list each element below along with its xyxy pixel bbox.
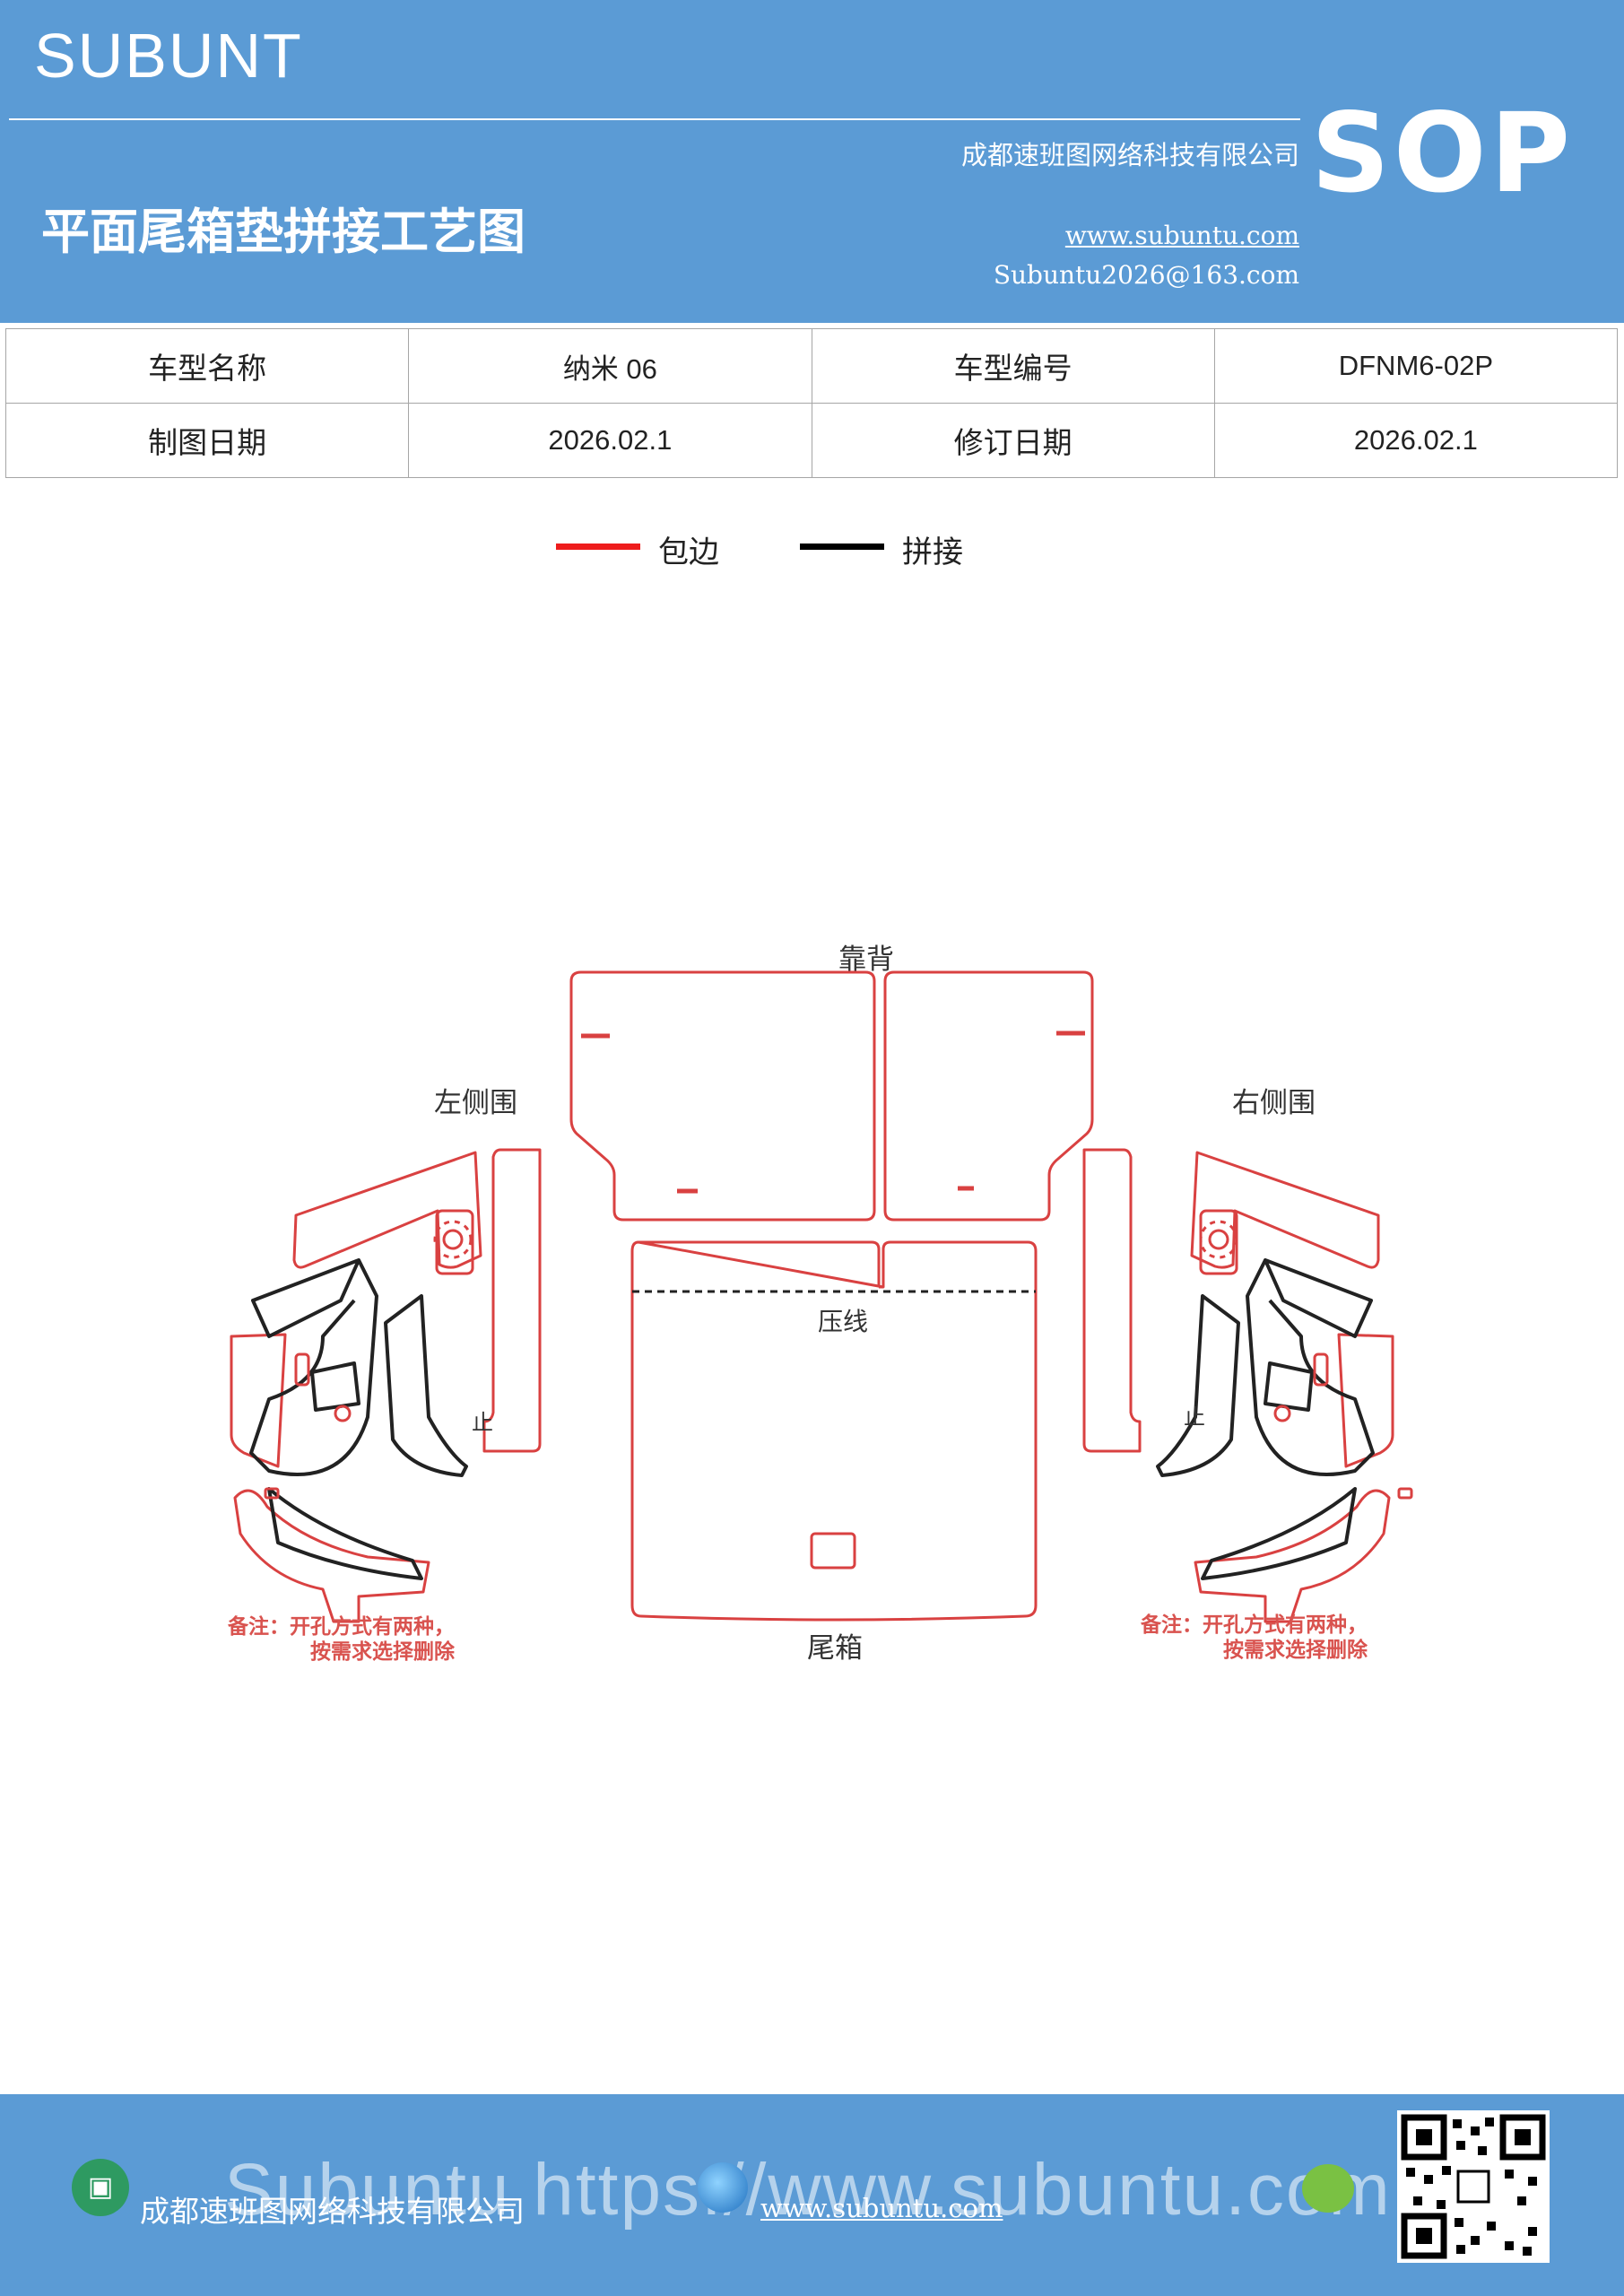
qr-code-svg — [1401, 2114, 1546, 2259]
label-backrest: 靠背 — [838, 944, 894, 976]
right-side-lower — [1194, 1489, 1391, 1623]
mat-diagram-svg — [230, 970, 1413, 1623]
value-revision-date: 2026.02.1 — [1213, 403, 1619, 478]
header-banner: SUBUNT SOP 成都速班图网络科技有限公司 平面尾箱垫拼接工艺图 www.… — [0, 0, 1624, 323]
right-side-strip — [1082, 1148, 1142, 1453]
qr-code — [1397, 2110, 1550, 2263]
label-crease: 压线 — [818, 1307, 869, 1336]
wechat-icon — [1302, 2164, 1354, 2213]
legend-swatch-red — [556, 544, 640, 550]
note-left: 备注：开孔方式有两种， 按需求选择删除 — [228, 1614, 455, 1665]
label-left-side: 左侧围 — [434, 1087, 517, 1119]
building-icon: ▣ — [72, 2159, 129, 2216]
footer-website-link[interactable]: www.subuntu.com — [760, 2193, 1003, 2223]
right-side-upper — [1190, 1151, 1380, 1269]
backrest-right-panel — [883, 970, 1094, 1222]
value-model-code: DFNM6-02P — [1213, 328, 1619, 404]
footer-company-name: 成都速班图网络科技有限公司 — [140, 2194, 525, 2229]
value-model-name: 纳米 06 — [408, 328, 812, 404]
sop-badge: SOP — [1311, 90, 1574, 217]
page-title: 平面尾箱垫拼接工艺图 — [41, 204, 525, 260]
label-model-name: 车型名称 — [4, 328, 410, 404]
note-right: 备注：开孔方式有两种， 按需求选择删除 — [1141, 1613, 1368, 1663]
right-vent-flower — [1199, 1220, 1238, 1259]
header-divider — [9, 118, 1300, 120]
label-revision-date: 修订日期 — [811, 403, 1215, 478]
label-stop-right: 止 — [1184, 1405, 1205, 1430]
left-side-outer — [230, 1333, 287, 1468]
value-draw-date: 2026.02.1 — [408, 403, 812, 478]
backrest-left-panel — [569, 970, 876, 1222]
right-side-outer — [1337, 1333, 1394, 1468]
mat-diagram: 靠背 左侧围 右侧围 压线 尾箱 止 止 备注：开孔方式有两种， 按需求选择删除… — [0, 915, 1624, 1704]
trunk-cutout — [810, 1532, 856, 1570]
footer-banner: ▣ Subuntu https://www.subuntu.com 成都速班图网… — [0, 2094, 1624, 2296]
website-link[interactable]: www.subuntu.com — [1064, 221, 1299, 250]
label-draw-date: 制图日期 — [4, 403, 410, 478]
left-side-strip — [482, 1148, 542, 1453]
note-left-line2: 按需求选择删除 — [310, 1640, 455, 1664]
table-row: 制图日期 2026.02.1 修订日期 2026.02.1 — [4, 403, 1619, 478]
brand-logo: SUBUNT — [34, 21, 303, 91]
left-side-upper — [292, 1151, 482, 1269]
footer-watermark: Subuntu https://www.subuntu.com — [224, 2149, 1392, 2231]
left-side-lower — [233, 1489, 430, 1623]
note-left-line1: 备注：开孔方式有两种， — [228, 1615, 455, 1639]
company-name: 成都速班图网络科技有限公司 — [960, 140, 1299, 170]
globe-icon — [698, 2162, 748, 2213]
label-stop-left: 止 — [472, 1410, 493, 1435]
label-trunk: 尾箱 — [807, 1632, 863, 1665]
note-right-line1: 备注：开孔方式有两种， — [1141, 1613, 1368, 1637]
vehicle-info-table: 车型名称 纳米 06 车型编号 DFNM6-02P 制图日期 2026.02.1… — [4, 328, 1619, 478]
label-model-code: 车型编号 — [811, 328, 1215, 404]
table-row: 车型名称 纳米 06 车型编号 DFNM6-02P — [4, 328, 1619, 404]
left-vent-flower — [433, 1220, 473, 1259]
email-address: Subuntu2026@163.com — [993, 260, 1299, 290]
legend-swatch-black — [800, 544, 884, 550]
label-right-side: 右侧围 — [1232, 1087, 1316, 1119]
note-right-line2: 按需求选择删除 — [1223, 1639, 1368, 1662]
trunk-floor-panel — [630, 1240, 1038, 1622]
legend-label-edge: 包边 — [658, 535, 719, 570]
legend-label-seam: 拼接 — [902, 535, 963, 570]
